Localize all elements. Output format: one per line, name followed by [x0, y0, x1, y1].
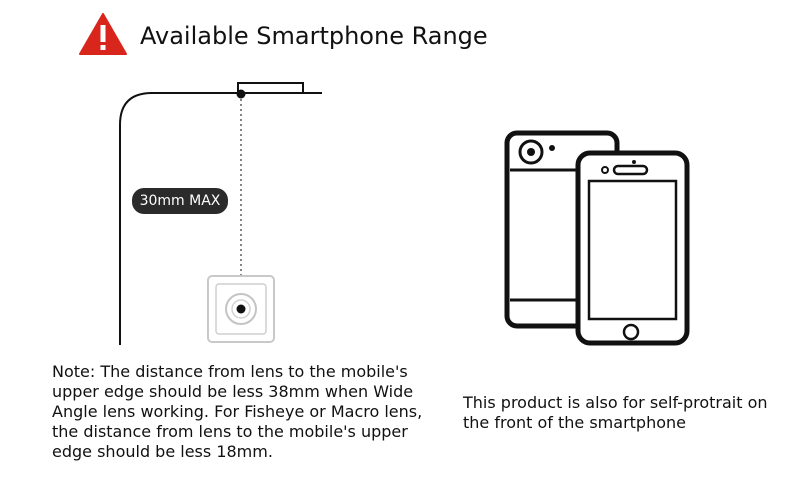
warning-triangle-icon — [79, 13, 127, 55]
lens-icon — [207, 275, 275, 343]
edge-point — [236, 89, 246, 99]
phone-front-icon — [575, 150, 690, 346]
phone-outline — [119, 92, 322, 345]
clip-outline — [237, 82, 304, 93]
lens-distance-note: Note: The distance from lens to the mobi… — [52, 362, 423, 461]
max-distance-badge: 30mm MAX — [132, 188, 228, 214]
front-camera-note: This product is also for self-protrait o… — [463, 393, 768, 432]
page-title: Available Smartphone Range — [140, 22, 488, 50]
